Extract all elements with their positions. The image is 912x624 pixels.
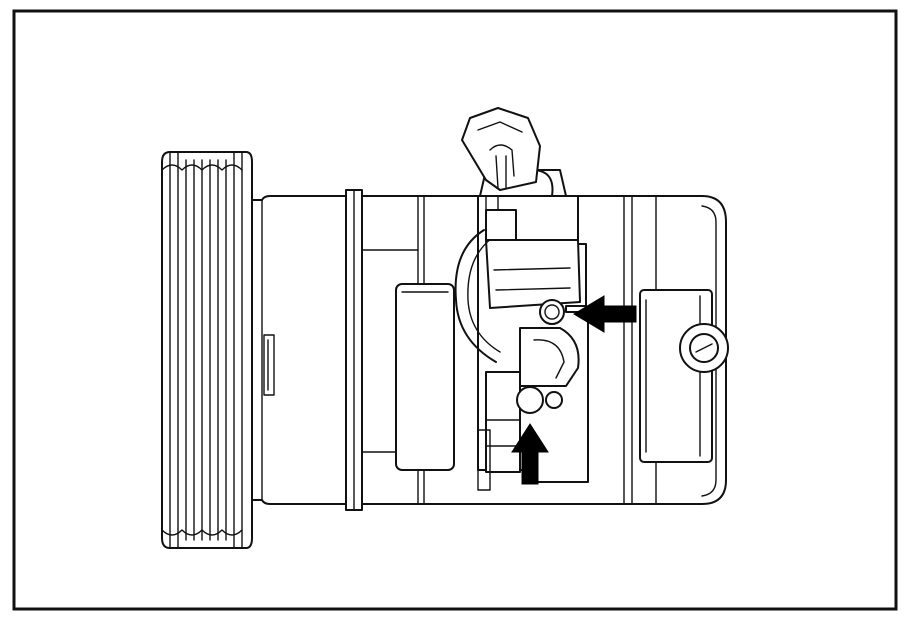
- mounting-bracket: [454, 195, 589, 491]
- clutch-connector: [461, 107, 567, 241]
- clutch-housing: [251, 189, 363, 511]
- pulley: [161, 151, 253, 549]
- upper-bolt-arrow: [573, 295, 637, 333]
- lower-bolt-arrow: [511, 423, 549, 485]
- lower-bolt: [516, 386, 544, 414]
- upper-bolt: [539, 299, 565, 325]
